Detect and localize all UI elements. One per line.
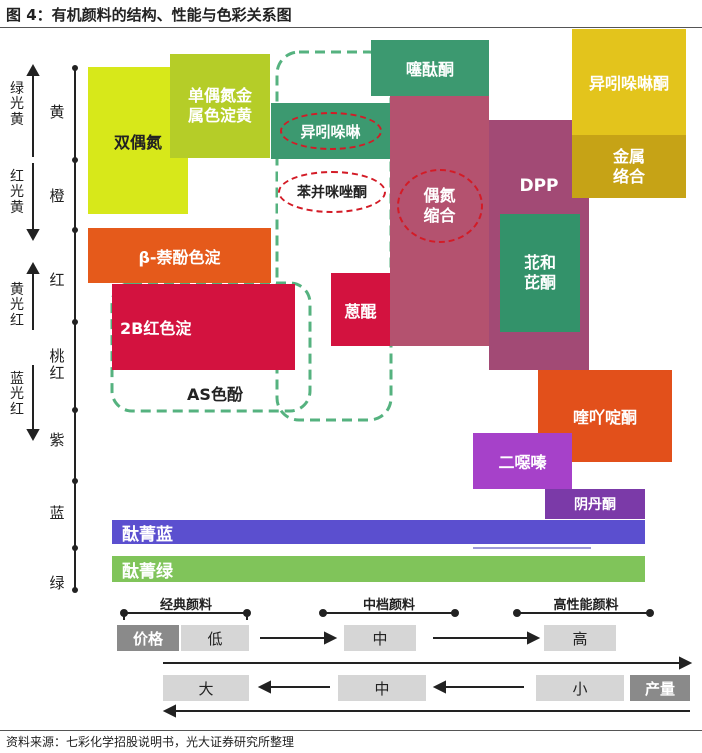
source-note: 资料来源：七彩化学招股说明书，光大证券研究所整理: [6, 735, 295, 749]
shade-lan-guang-hong: 蓝 光 红: [10, 371, 24, 418]
pigment-kui-tong: 蒽醌: [331, 273, 390, 346]
figure-title: 图 4：有机颜料的结构、性能与色彩关系图: [6, 6, 292, 24]
tier-mid: 中档颜料: [362, 598, 415, 613]
pigment-ou-dan-suo-he-bg: 偶氮 缩合: [390, 96, 489, 346]
price-low: 低: [181, 625, 249, 651]
pigment-yin-dan-tong: 阴丹酮: [545, 489, 645, 519]
pigment-yi-yin-duo-lin-tong: 异吲哚啉酮: [572, 29, 686, 135]
price-mid: 中: [344, 625, 416, 651]
price-arrows: [260, 631, 541, 645]
volume-mid: 中: [338, 675, 426, 701]
pigment-sai-tai-tong: 噻酞酮: [371, 40, 489, 96]
pigment-tai-jing-lv: 酞菁绿: [112, 556, 645, 582]
volume-large: 大: [163, 675, 249, 701]
hue-cheng: 橙: [49, 187, 65, 205]
pigment-ou-dan-suo-he: 偶氮 缩合: [396, 169, 483, 243]
tier-high: 高性能颜料: [553, 598, 619, 613]
pigment-as-se-fen: AS色酚: [187, 385, 243, 404]
pigment-dan-ou-dan-jin-shu: 单偶氮金 属色淀黄: [170, 54, 270, 158]
pigment-hua-he-bi-tong: 苝和 芘酮: [500, 214, 580, 332]
tier-classic: 经典颜料: [159, 598, 212, 613]
as-dashed-outline: [110, 281, 312, 413]
source-rule: [0, 730, 702, 731]
volume-small: 小: [536, 675, 624, 701]
shade-huang-guang-hong: 黄 光 红: [10, 282, 24, 329]
flow-arrows: [162, 656, 693, 718]
tai-jing-lan-underline: [473, 547, 591, 549]
hue-hong: 红: [49, 271, 65, 289]
tier-axis: [120, 609, 654, 620]
hue-tao-hong: 桃 红: [49, 347, 65, 382]
pigment-er-e-qin: 二噁嗪: [473, 433, 572, 489]
mid-tier-dashed-outline: [275, 50, 393, 422]
pigment-ben-bing-mi-zuo-tong: 苯并咪唑酮: [278, 171, 386, 213]
pigment-beta-nai-fen: β-萘酚色淀: [88, 228, 271, 283]
price-high: 高: [544, 625, 616, 651]
title-rule: [0, 27, 702, 28]
price-label: 价格: [117, 625, 179, 651]
shade-lv-guang-huang: 绿 光 黄: [10, 81, 24, 128]
pigment-2b-hong-se-dian: 2B红色淀: [112, 284, 295, 370]
hue-ticks: [72, 65, 78, 593]
pigment-yi-yin-duo-lin: 异吲哚啉: [279, 112, 382, 150]
pigment-ben-bing-mi-zuo-tong-bg: 苯并咪唑酮: [278, 170, 386, 214]
hue-zi: 紫: [49, 431, 65, 449]
hue-lv: 绿: [49, 574, 65, 592]
hue-huang: 黄: [49, 103, 65, 121]
volume-label: 产量: [630, 675, 690, 701]
pigment-tai-jing-lan: 酞菁蓝: [112, 520, 645, 545]
pigment-yi-yin-duo-lin-bg: 异吲哚啉: [271, 103, 390, 159]
pigment-jin-shu-luo-he: 金属 络合: [572, 135, 686, 198]
shade-hong-guang-huang: 红 光 黄: [10, 169, 24, 216]
shade-arrows: [26, 63, 40, 442]
hue-lan: 蓝: [49, 504, 65, 522]
